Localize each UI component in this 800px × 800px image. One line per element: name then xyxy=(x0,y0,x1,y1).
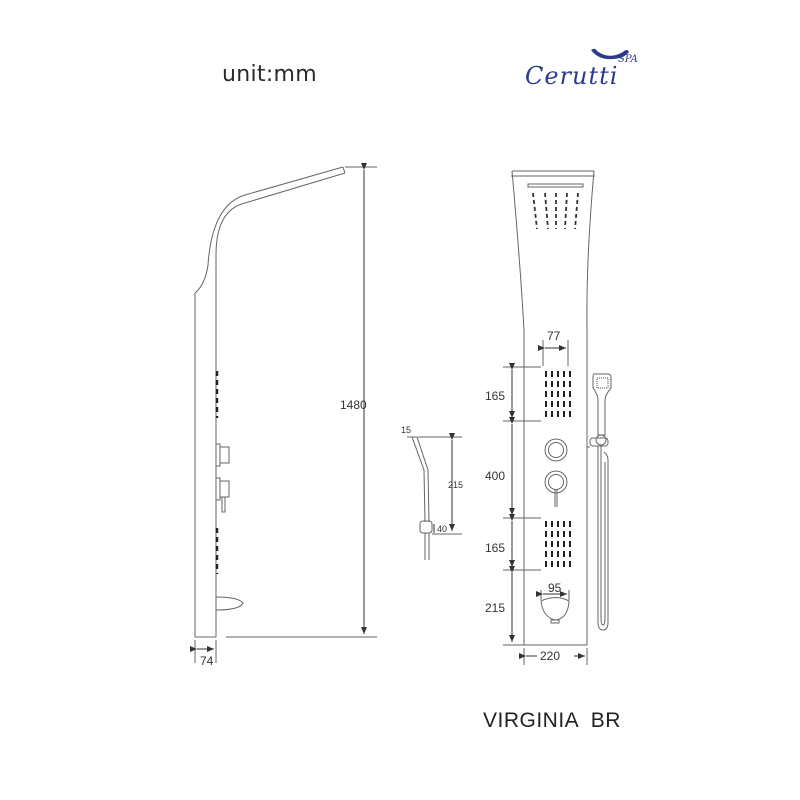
hand-shower-height-dim: 215 xyxy=(448,480,463,490)
brand-suffix: SPA xyxy=(618,54,638,65)
side-height-dim: 1480 xyxy=(340,398,367,412)
brand-name: Cerutti xyxy=(525,62,619,90)
front-view xyxy=(503,170,612,665)
panel-width-dim: 220 xyxy=(540,649,560,663)
spout-height-dim: 215 xyxy=(485,601,505,615)
jets-width-dim: 77 xyxy=(547,329,561,343)
model-name: VIRGINIA BR xyxy=(483,709,621,732)
hand-shower-width-dim: 15 xyxy=(401,425,411,435)
unit-label: unit:mm xyxy=(222,62,317,87)
lower-jets-height-dim: 165 xyxy=(485,541,505,555)
spout-width-dim: 95 xyxy=(548,581,562,595)
dolphin-icon xyxy=(591,48,629,60)
side-depth-dim: 74 xyxy=(200,654,214,668)
upper-jets-height-dim: 165 xyxy=(485,389,505,403)
side-view xyxy=(190,163,377,663)
controls-height-dim: 400 xyxy=(485,469,505,483)
hand-shower-detail xyxy=(407,433,462,560)
holder-dim: 40 xyxy=(437,524,447,534)
